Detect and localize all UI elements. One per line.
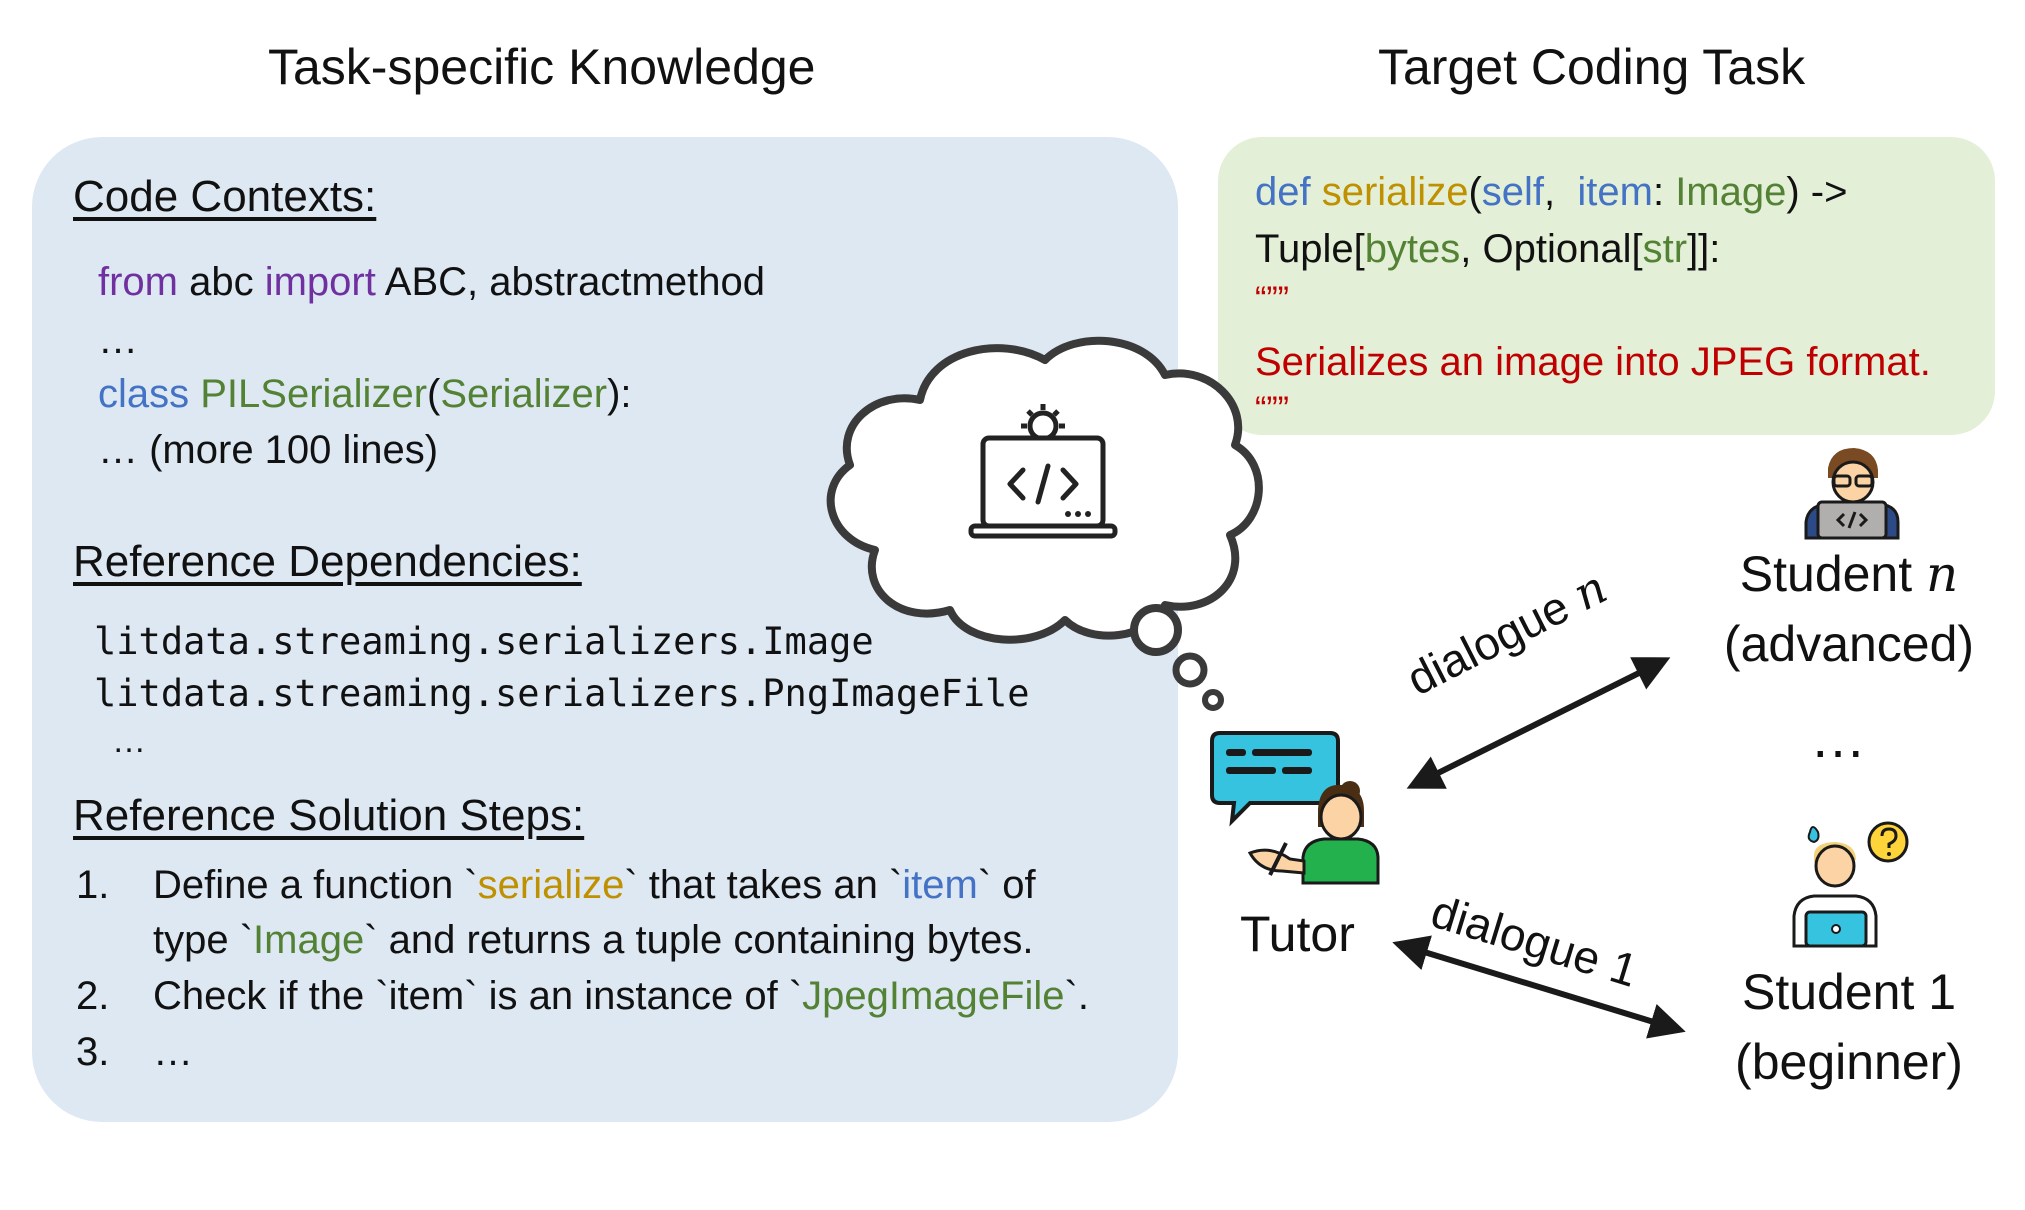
step-1-text-c: ` of	[977, 863, 1036, 907]
keyword-class: class	[98, 372, 190, 416]
paren-close: ):	[607, 372, 632, 416]
task-heading: Target Coding Task	[1378, 39, 1806, 95]
laptop-code-icon	[968, 404, 1118, 539]
module-name: abc	[178, 260, 265, 304]
type-str: str	[1642, 227, 1688, 271]
student-advanced-icon	[1804, 448, 1900, 540]
dependency-item-1: litdata.streaming.serializers.Image	[94, 620, 874, 663]
knowledge-heading: Task-specific Knowledge	[268, 39, 816, 95]
step-1-function: serialize	[477, 863, 625, 907]
student-n-name: Student n	[1714, 545, 1984, 603]
keyword-def: def	[1255, 170, 1311, 214]
step-3-line: …	[153, 1030, 193, 1074]
class-name: PILSerializer	[189, 372, 428, 416]
dependencies-title: Reference Dependencies:	[73, 537, 582, 586]
dependency-more: …	[112, 722, 146, 760]
chat-bubble-icon	[1210, 731, 1340, 827]
comma: ,	[1544, 170, 1578, 214]
paren-open: (	[1468, 170, 1482, 214]
code-context-line-2: …	[98, 318, 138, 362]
step-2-text-a: Check if the `item` is an instance of `	[153, 974, 803, 1018]
step-1-type: Image	[253, 918, 365, 962]
student-n-variable: n	[1926, 545, 1959, 603]
dependency-item-2: litdata.streaming.serializers.PngImageFi…	[94, 672, 1030, 715]
step-2-text-b: `.	[1064, 974, 1089, 1018]
code-context-line-4: … (more 100 lines)	[98, 428, 439, 472]
keyword-import: import	[264, 260, 376, 304]
question-mark-icon	[1867, 821, 1909, 863]
colon: :	[1652, 170, 1676, 214]
param-item: item	[1577, 170, 1653, 214]
step-3-number: 3.	[76, 1030, 110, 1074]
student-n-level: (advanced)	[1723, 616, 1975, 672]
keyword-from: from	[98, 260, 178, 304]
tutor-label: Tutor	[1240, 906, 1355, 962]
student-1-name: Student 1	[1741, 964, 1957, 1020]
task-signature-line-2: Tuple[bytes, Optional[str]]:	[1255, 227, 1720, 272]
docstring-quote-close: “””	[1255, 390, 1289, 428]
docstring-quote-open: “””	[1255, 280, 1289, 318]
return-arrow: ) ->	[1786, 170, 1848, 214]
student-beginner-icon	[1792, 821, 1909, 948]
type-optional: , Optional[	[1460, 227, 1643, 271]
step-1-text-b: ` that takes an `	[624, 863, 903, 907]
step-1-arg: item	[902, 863, 978, 907]
type-tuple: Tuple[	[1255, 227, 1365, 271]
param-self: self	[1481, 170, 1545, 214]
step-2-line: Check if the `item` is an instance of `J…	[153, 974, 1089, 1019]
solution-steps-title: Reference Solution Steps:	[73, 791, 585, 840]
code-context-line-1: from abc import ABC, abstractmethod	[98, 260, 765, 305]
signature-end: ]]:	[1687, 227, 1721, 271]
paren-open: (	[427, 372, 441, 416]
docstring-text: Serializes an image into JPEG format.	[1255, 340, 1931, 384]
dialogue-1-arrow	[1392, 935, 1686, 1039]
step-2-type: JpegImageFile	[802, 974, 1065, 1018]
student-1-level: (beginner)	[1735, 1034, 1963, 1090]
step-1-line-2: type `Image` and returns a tuple contain…	[153, 918, 1034, 963]
code-contexts-title: Code Contexts:	[73, 172, 377, 221]
function-name: serialize	[1310, 170, 1469, 214]
import-names: ABC, abstractmethod	[375, 260, 765, 304]
students-ellipsis: …	[1810, 706, 1870, 769]
step-1-line-1: Define a function `serialize` that takes…	[153, 863, 1036, 908]
dialogue-n-arrow	[1406, 657, 1671, 789]
step-1-text-e: ` and returns a tuple containing bytes.	[364, 918, 1034, 962]
step-1-text-a: Define a function `	[153, 863, 478, 907]
code-context-line-3: class PILSerializer(Serializer):	[98, 372, 632, 417]
type-bytes: bytes	[1364, 227, 1461, 271]
thought-bubble-dots	[1130, 604, 1224, 711]
step-1-number: 1.	[76, 863, 110, 907]
tutor-icon	[1210, 731, 1380, 885]
student-n-prefix: Student	[1739, 546, 1927, 602]
task-signature-line-1: def serialize(self, item: Image) ->	[1255, 170, 1847, 215]
base-class: Serializer	[440, 372, 608, 416]
type-image: Image	[1675, 170, 1787, 214]
step-2-number: 2.	[76, 974, 110, 1018]
task-panel	[1218, 137, 1995, 435]
step-1-text-d: type `	[153, 918, 254, 962]
